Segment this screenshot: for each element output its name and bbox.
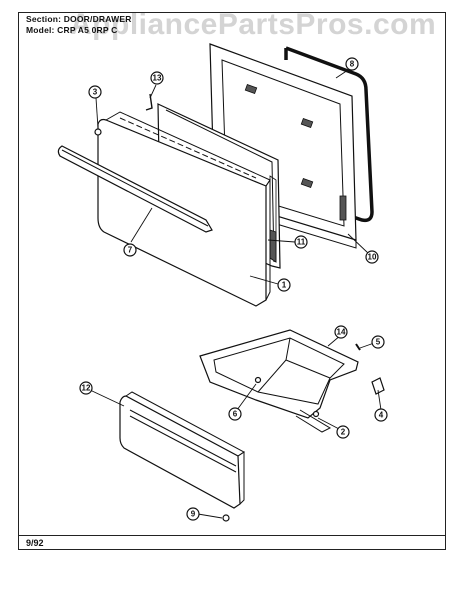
drawer-front-screw	[222, 514, 230, 522]
callout-2: 2	[336, 425, 350, 439]
svg-text:6: 6	[233, 410, 238, 419]
drawer-roller	[371, 377, 385, 395]
callout-10: 10	[365, 250, 379, 264]
callout-14: 14	[334, 325, 348, 339]
svg-text:5: 5	[376, 338, 381, 347]
section-label: Section:	[26, 14, 62, 24]
callout-8: 8	[345, 57, 359, 71]
svg-text:7: 7	[128, 246, 133, 255]
handle-screw	[94, 128, 102, 136]
callout-6: 6	[228, 407, 242, 421]
callout-11: 11	[294, 235, 308, 249]
model-value: CRP A5 0RP C	[57, 25, 118, 35]
door-gasket	[285, 46, 374, 223]
svg-text:2: 2	[341, 428, 346, 437]
diagram-frame	[18, 12, 446, 550]
door-clip	[145, 93, 153, 111]
svg-text:10: 10	[368, 253, 377, 262]
svg-text:8: 8	[350, 60, 355, 69]
svg-text:11: 11	[297, 238, 306, 247]
callout-4: 4	[374, 408, 388, 422]
watermark: AppliancePartsPros.com	[70, 8, 437, 41]
callout-3: 3	[88, 85, 102, 99]
svg-text:12: 12	[82, 384, 91, 393]
svg-text:4: 4	[379, 411, 384, 420]
drawer-screw	[355, 343, 361, 351]
model-label: Model:	[26, 25, 55, 35]
callout-5: 5	[371, 335, 385, 349]
svg-text:9: 9	[191, 510, 196, 519]
door-handle	[57, 145, 213, 233]
callout-7: 7	[123, 243, 137, 257]
callout-12: 12	[79, 381, 93, 395]
date-code: 9/92	[26, 538, 44, 548]
model-header: Model: CRP A5 0RP C	[26, 25, 118, 35]
drawer-front	[119, 391, 245, 509]
footer-divider	[18, 535, 446, 536]
svg-text:13: 13	[153, 74, 162, 83]
svg-text:3: 3	[93, 88, 98, 97]
drawer-body	[199, 329, 359, 433]
callout-1: 1	[277, 278, 291, 292]
svg-text:1: 1	[282, 281, 287, 290]
section-header: Section: DOOR/DRAWER	[26, 14, 132, 24]
section-value: DOOR/DRAWER	[63, 14, 132, 24]
svg-text:14: 14	[337, 328, 346, 337]
callout-13: 13	[150, 71, 164, 85]
callout-9: 9	[186, 507, 200, 521]
